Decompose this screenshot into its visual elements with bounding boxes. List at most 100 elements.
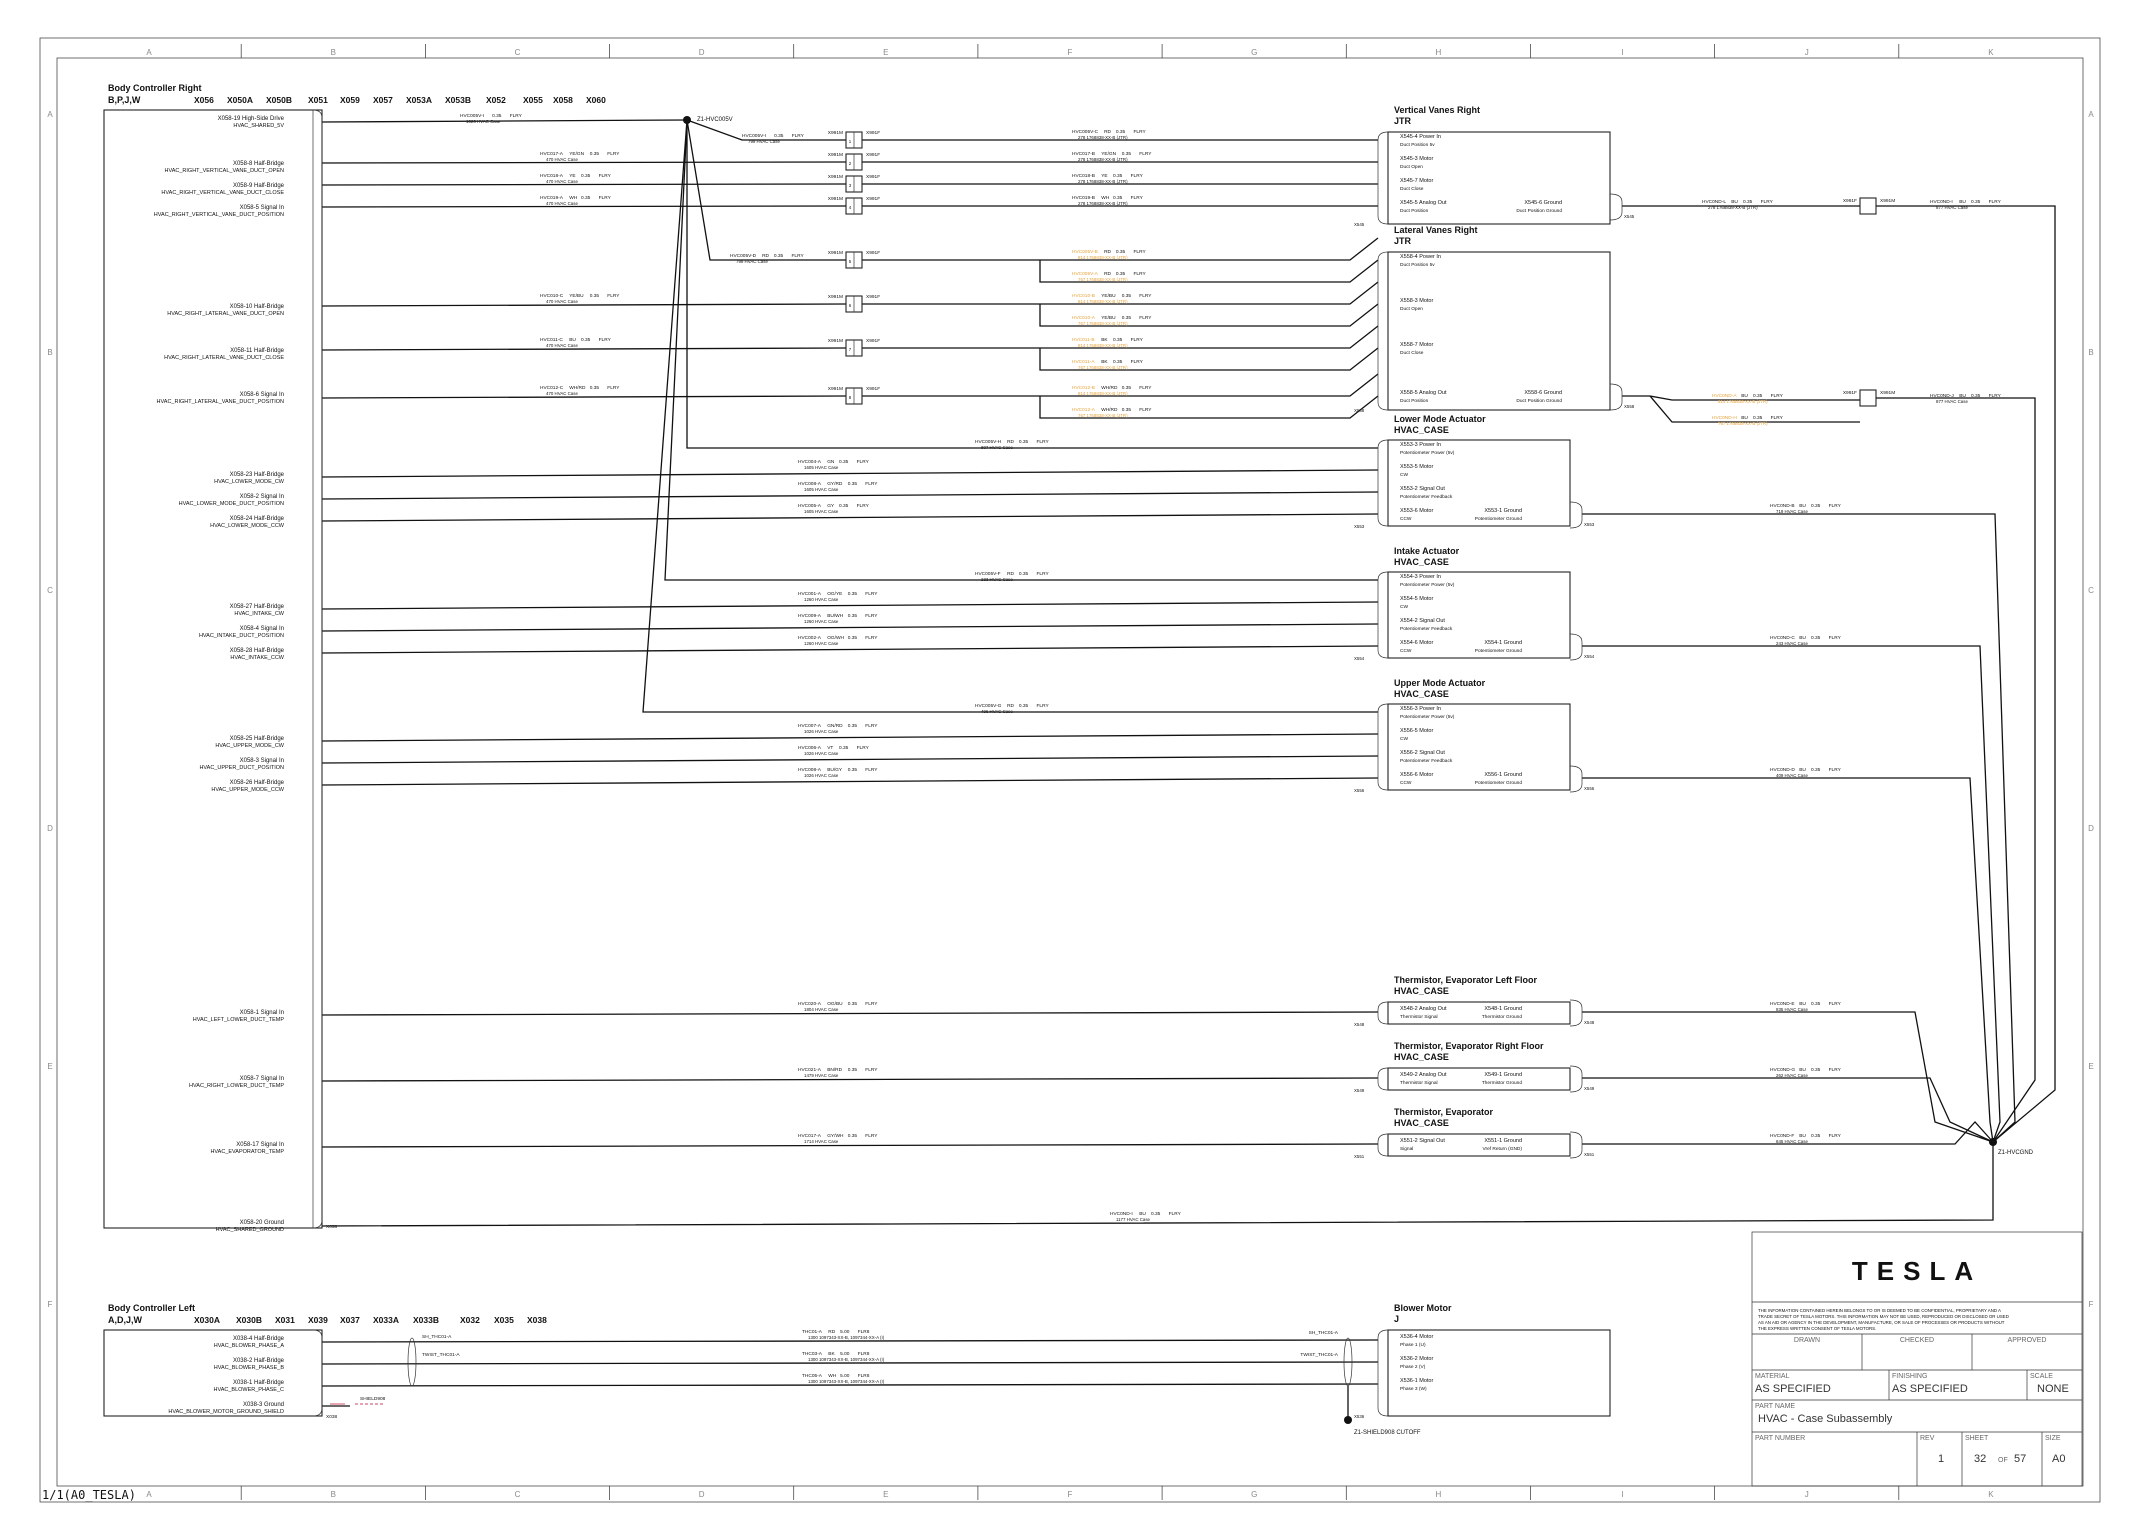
component-box (1387, 251, 1611, 411)
wire-label-ground: 0.35 (1743, 199, 1753, 205)
column-label: J (1805, 1490, 1809, 1499)
bcr-signal: HVAC_UPPER_MODE_CCW (211, 787, 284, 793)
tb-disclaimer: THE INFORMATION CONTAINED HEREIN BELONGS… (1758, 1308, 2001, 1313)
wire-label-power-leg: 799 HVAC Case (748, 139, 780, 144)
wire-label-ground: 877 HVAC Case (1936, 205, 1968, 210)
wire-label-jtr: 0.35 (1113, 173, 1123, 179)
bcl-conn-ref: X038 (326, 1414, 338, 1420)
bcr-signal: HVAC_RIGHT_VERTICAL_VANE_DUCT_POSITION (154, 212, 284, 218)
wire-label-bcr: BN/RD (827, 1067, 842, 1073)
wire-label-ground: 0.35 (1811, 503, 1821, 509)
wire-label-ground: HVC0ND-E (1770, 1001, 1795, 1007)
bcl-connector-x033b: X033B (413, 1315, 439, 1325)
wire-label-bcr: FLRY (607, 293, 620, 299)
wire-label-ground: 877 HVAC Case (1936, 399, 1968, 404)
wire-bcr-vertical-vane (321, 161, 847, 164)
wire-label-bcr: 1605 HVAC Case (804, 509, 839, 514)
component-ground-pin: X548-1 Ground (1484, 1006, 1522, 1012)
wire-hvc005v-i (321, 119, 688, 123)
component-connector-shape (1377, 439, 1389, 527)
bcl-connector-x030b: X030B (236, 1315, 262, 1325)
ground-splice-dot (1989, 1138, 1997, 1146)
wire-label-jtr: HVC019-B (1072, 195, 1095, 201)
wire-label-bcr: BU/WH (827, 613, 844, 619)
wire-label-ground: 243 HVAC Case (1776, 641, 1808, 646)
component-conn-ref: X545 (1354, 222, 1365, 227)
wire-label-power-leg: 496 HVAC Case (981, 709, 1013, 714)
bcl-connector-x038: X038 (527, 1315, 547, 1325)
component-pin-function: Thermistor Signal (1400, 1080, 1438, 1086)
wire-label-jtr: WH (1101, 195, 1110, 201)
component-pin: X558-3 Motor (1400, 298, 1433, 304)
wire-label-bcr: HVC019-A (540, 195, 564, 201)
component-pin-function: Duct Open (1400, 306, 1423, 312)
component-pin: X536-1 Motor (1400, 1378, 1433, 1384)
wire-label-bcl: WH (828, 1373, 837, 1379)
wire-label-bcr: YE/GN (569, 151, 584, 157)
component-pin-function: Phase 1 (U) (1400, 1342, 1426, 1348)
component-pin-function: Duct Position (1400, 398, 1429, 404)
tb-partnum-label: PART NUMBER (1755, 1435, 1805, 1442)
component-conn-ref: X554 (1354, 656, 1365, 661)
wire-label-bcr: 0.35 (848, 635, 858, 641)
component-ground-function: Potentiometer Ground (1475, 516, 1523, 522)
component-subtitle: JTR (1394, 236, 1412, 246)
bcl-connector-x030a: X030A (194, 1315, 220, 1325)
component-pin: X558-5 Analog Out (1400, 390, 1447, 396)
wire-label-ground: FLRY (1771, 415, 1784, 421)
wire-label-bcr: 1177 HVAC Case (1116, 1217, 1151, 1222)
component-pin-function: Potentiometer Feedback (1400, 494, 1453, 500)
component-title: Vertical Vanes Right (1394, 105, 1480, 115)
wire-label-ground: 0.35 (1971, 393, 1981, 399)
wire-label-bcr: HVC009-A (798, 613, 822, 619)
column-label: A (146, 1490, 152, 1499)
inner-border (56, 57, 2084, 1487)
tb-material-label: MATERIAL (1755, 1373, 1790, 1380)
bcr-signal: HVAC_RIGHT_LATERAL_VANE_DUCT_OPEN (167, 311, 284, 317)
bcr-pin: X058-3 Signal In (240, 758, 284, 764)
wire-label-bcr: 0.35 (590, 293, 600, 299)
bcl-pin: X038-3 Ground (243, 1402, 284, 1408)
wire-label-power-leg: 0.35 (1019, 703, 1029, 709)
component-box (1387, 439, 1571, 527)
component-ground-function: Duct Position Ground (1516, 398, 1562, 404)
bcl-connector-x037: X037 (340, 1315, 360, 1325)
wire-jtr-lateral-a (1040, 373, 1379, 397)
wire-label-bcr: HVC008-A (798, 481, 822, 487)
wire-label-ground: 0.35 (1811, 635, 1821, 641)
bcl-signal: HVAC_BLOWER_MOTOR_GROUND_SHIELD (168, 1409, 284, 1415)
column-label: G (1251, 1490, 1257, 1499)
wire-label-bcr: HVC005V-I (460, 113, 484, 119)
wire-label-bcr: 470 HVAC Case (546, 343, 578, 348)
bcr-signal: HVAC_LOWER_MODE_CCW (210, 523, 285, 529)
component-ground-pin: X553-1 Ground (1484, 508, 1522, 514)
wire-label-ground: 767 1768838-XX-B (JTR) (1718, 421, 1768, 426)
wire-label-ground: BU (1959, 393, 1966, 399)
wire-label-jtr: HVC012-B (1072, 385, 1095, 391)
bcl-connector-x035: X035 (494, 1315, 514, 1325)
wire-label-jtr: FLRY (1134, 271, 1147, 277)
wire-label-bcr: FLRY (857, 459, 870, 465)
tb-scale: NONE (2037, 1383, 2069, 1395)
wire-label-bcr: BU (1139, 1211, 1146, 1217)
wire-label-power-leg: FLRY (1037, 703, 1050, 709)
component-pin-function: Duct Close (1400, 186, 1424, 192)
bcr-pin: X058-10 Half-Bridge (230, 304, 285, 310)
wire-label-ground: 814 1768838-XX-B (JTR) (1718, 399, 1768, 404)
wire-label-jtr: 814 1768838-XX-B (JTR) (1078, 391, 1128, 396)
bcr-pin: X058-1 Signal In (240, 1010, 284, 1016)
wire-label-ground: HVC0ND-B (1770, 503, 1795, 509)
column-label: G (1251, 48, 1257, 57)
wire-label-bcr: 1714 HVAC Case (804, 1139, 839, 1144)
wire-label-bcr: GY (827, 503, 835, 509)
component-pin-function: Potentiometer Feedback (1400, 758, 1453, 764)
component-ground-conn-ref: X554 (1584, 654, 1595, 659)
wire-label-jtr: HVC018-B (1072, 173, 1095, 179)
wire-label-bcr: HVC004-A (798, 459, 822, 465)
component-pin-function: Signal (1400, 1146, 1413, 1152)
wire-ground (1876, 205, 2056, 1143)
wire-label-ground: FLRY (1829, 1067, 1842, 1073)
wire-bcr-actuator (321, 601, 1379, 610)
wire-label-power-leg: RD (1007, 571, 1014, 577)
